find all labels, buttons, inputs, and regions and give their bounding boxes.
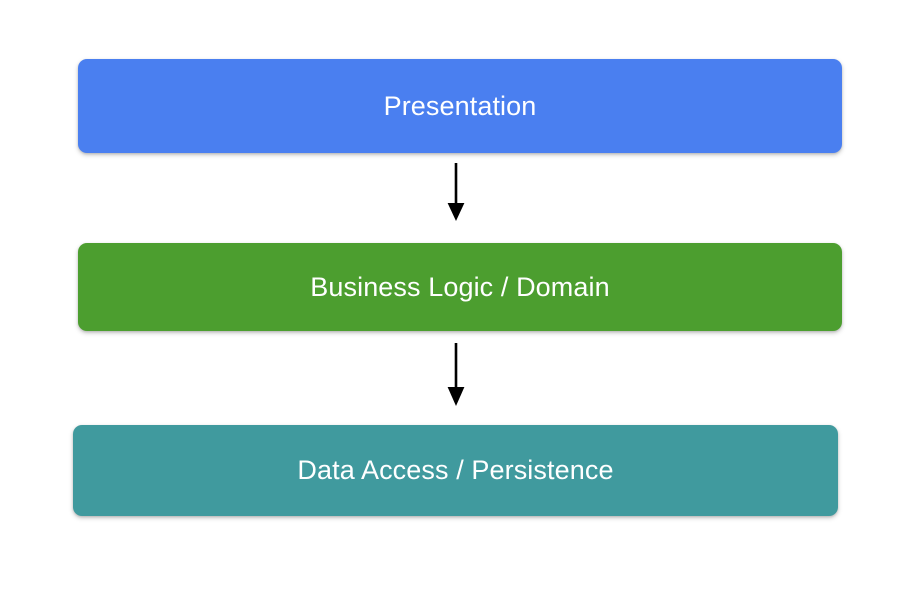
arrow-down-icon bbox=[447, 163, 465, 221]
layer-label-business-logic: Business Logic / Domain bbox=[310, 271, 610, 302]
layer-label-data-access: Data Access / Persistence bbox=[297, 455, 614, 485]
arrow-presentation-to-business bbox=[440, 163, 472, 221]
layer-box-presentation[interactable]: Presentation bbox=[78, 59, 842, 153]
arrow-down-icon bbox=[447, 343, 465, 406]
layer-box-business-logic[interactable]: Business Logic / Domain bbox=[78, 243, 842, 331]
arrow-business-to-data bbox=[440, 343, 472, 406]
layer-label-presentation: Presentation bbox=[383, 90, 537, 121]
layer-box-data-access[interactable]: Data Access / Persistence bbox=[73, 425, 838, 516]
